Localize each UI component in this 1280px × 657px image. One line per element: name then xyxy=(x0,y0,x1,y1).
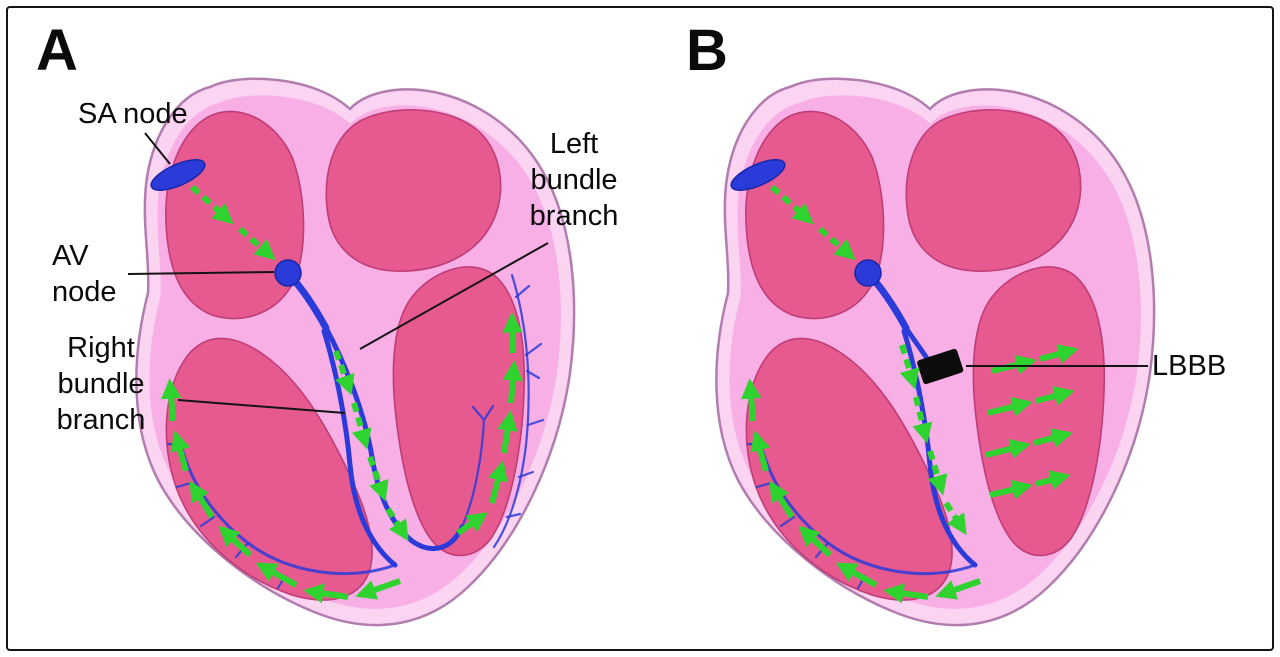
right-bundle-label-line: Right xyxy=(67,332,135,364)
left-ventricle xyxy=(972,266,1106,557)
pointer-line-av-node xyxy=(127,271,275,275)
av-node xyxy=(854,259,882,287)
lbbb-label: LBBB xyxy=(1152,350,1227,382)
av-node xyxy=(274,259,302,287)
left-bundle-branch-label: Left bundle branch xyxy=(512,126,636,234)
right-bundle-label-line: bundle xyxy=(57,368,145,400)
activation-arrows xyxy=(741,184,1079,604)
left-bundle-label-line: bundle xyxy=(530,164,618,196)
pointer-line-sa-node xyxy=(144,132,171,165)
panel-a-letter: A xyxy=(36,18,78,83)
pointer-lines-a xyxy=(127,132,549,414)
panel-b-illustration xyxy=(715,77,1156,627)
av-node-label: AV node xyxy=(52,238,117,310)
av-node-label-line: AV xyxy=(52,240,89,272)
right-bundle-branch-label: Right bundle branch xyxy=(25,330,177,438)
activation-arrows xyxy=(161,184,523,604)
right-bundle-branch xyxy=(321,328,398,568)
left-ventricle xyxy=(392,266,526,557)
right-atrium xyxy=(745,110,885,320)
panel-b-letter: B xyxy=(686,18,728,83)
pointer-line-right-bundle xyxy=(177,399,346,414)
left-atrium xyxy=(325,109,502,272)
heart-normal xyxy=(135,77,576,627)
heart-lbbb xyxy=(715,77,1156,627)
left-bundle-label-line: Left xyxy=(549,128,599,160)
pointer-line-left-bundle xyxy=(359,242,549,350)
right-bundle-label-line: branch xyxy=(56,404,146,436)
lbbb-block xyxy=(917,348,964,385)
panel-a-illustration xyxy=(127,77,576,627)
left-bundle-label-line: branch xyxy=(529,200,619,232)
sa-node xyxy=(730,159,786,191)
sa-node-label: SA node xyxy=(78,98,188,130)
av-node-label-line: node xyxy=(52,276,117,308)
left-atrium xyxy=(905,109,1082,272)
right-atrium xyxy=(165,110,305,320)
sa-node xyxy=(150,159,206,191)
